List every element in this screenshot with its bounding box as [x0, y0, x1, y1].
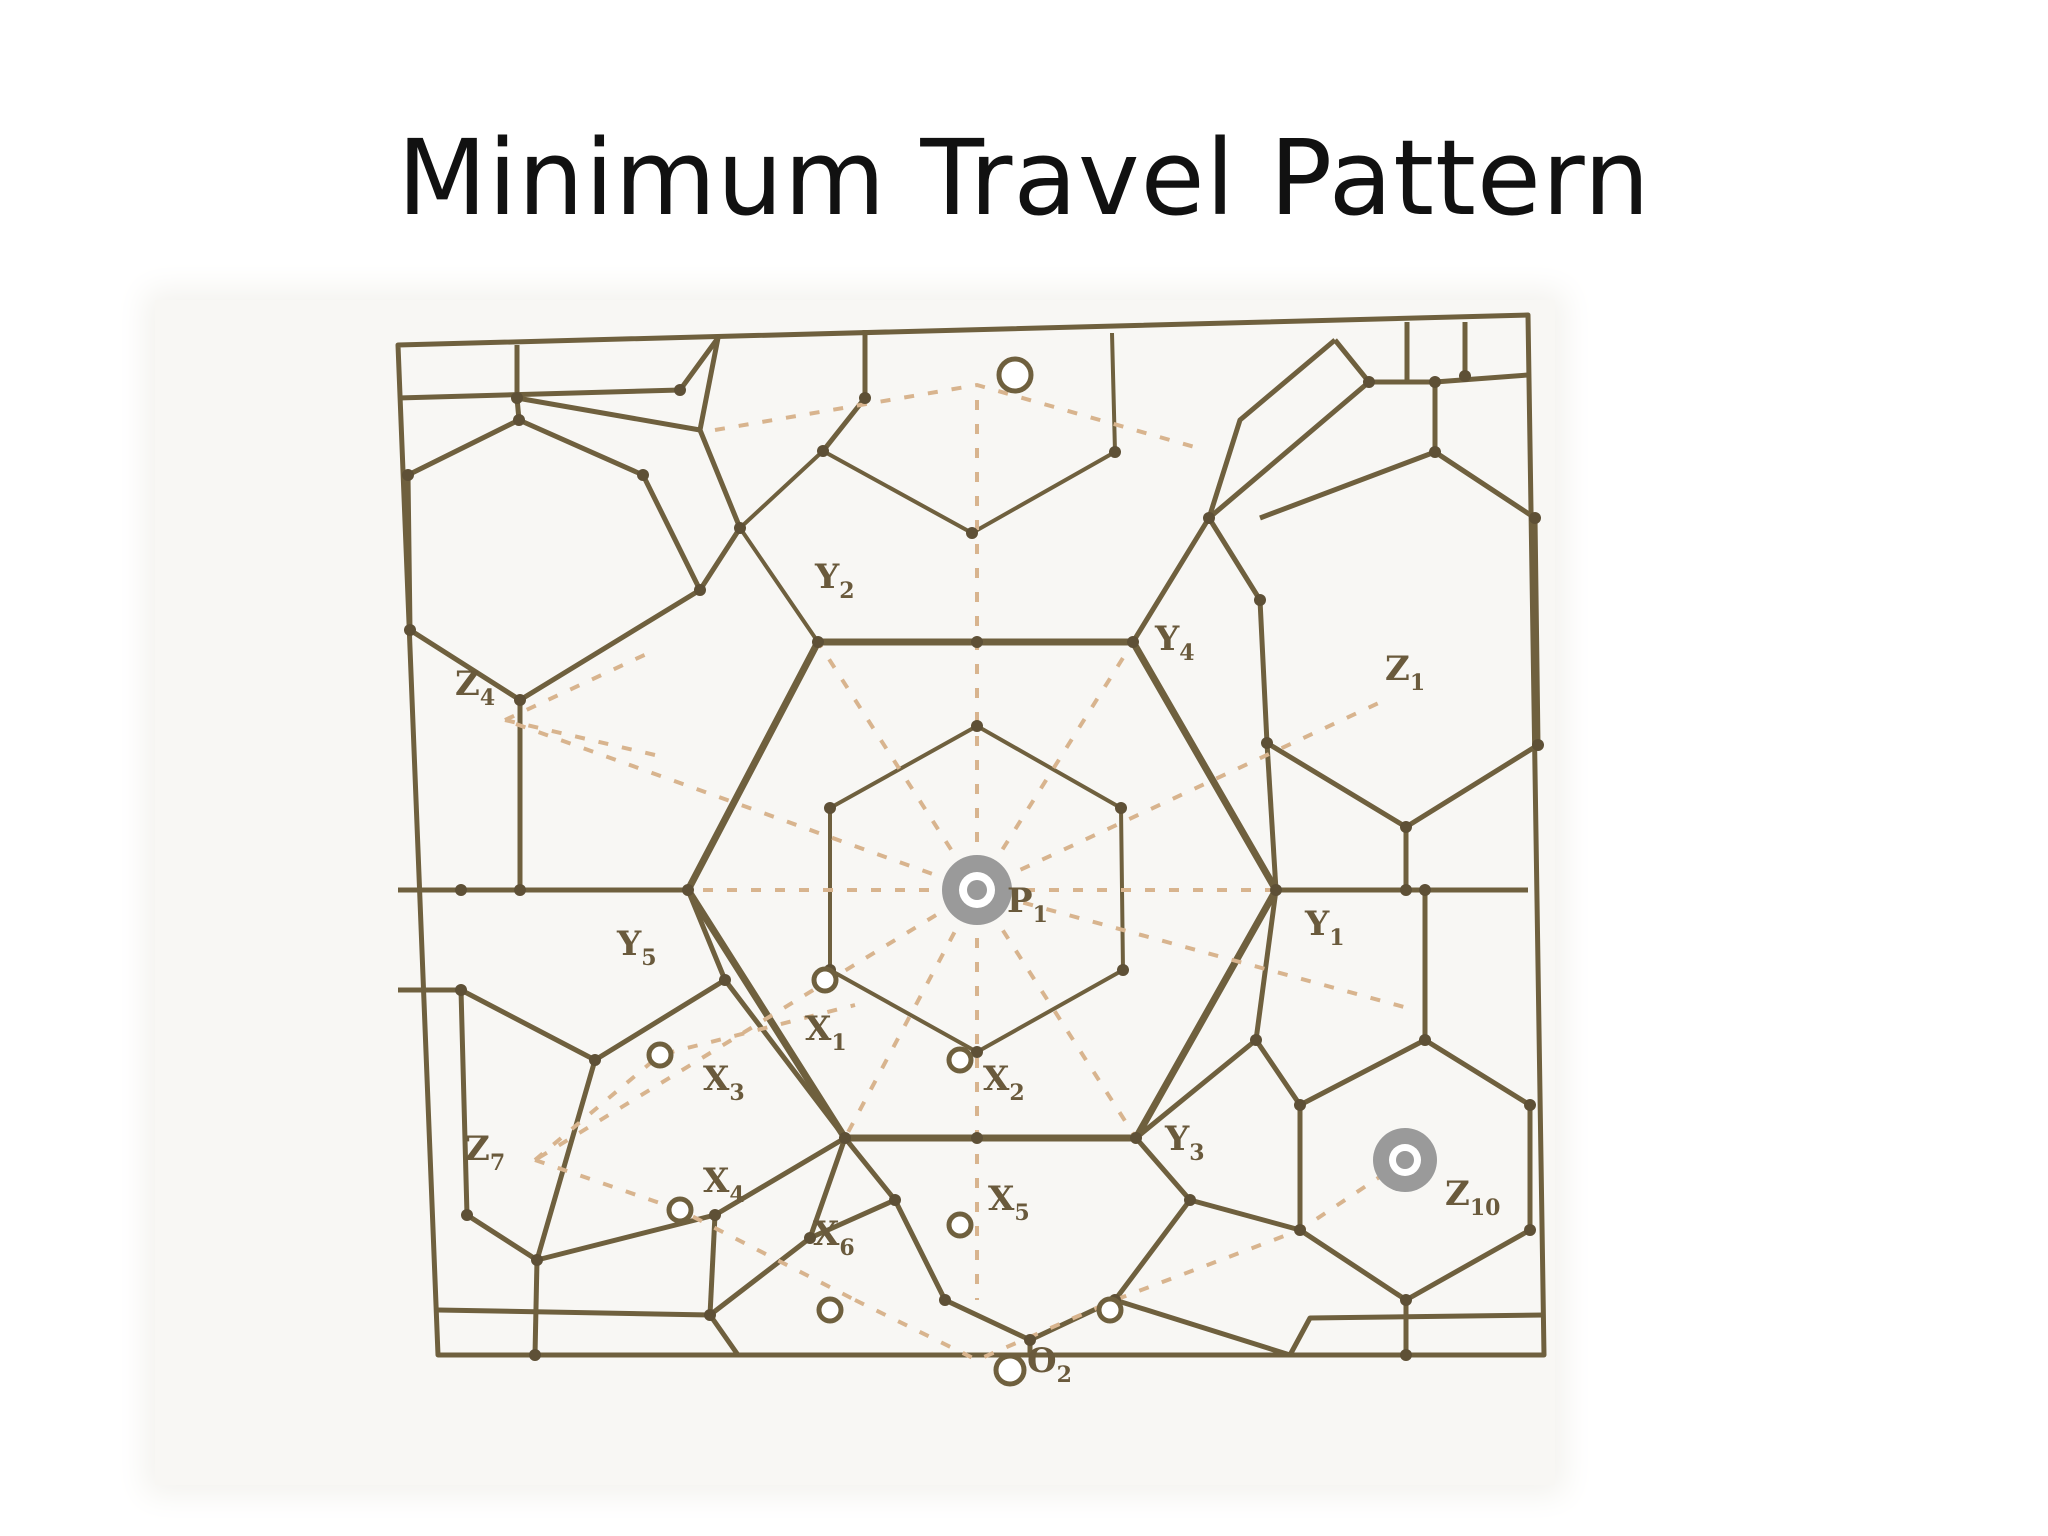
junction-dot — [1419, 884, 1431, 896]
label-x5: X5 — [988, 1179, 1030, 1226]
junction-dot — [1184, 1194, 1196, 1206]
label-x1: X1 — [805, 1009, 847, 1056]
junction-dot — [1270, 884, 1282, 896]
junction-dot — [455, 884, 467, 896]
junction-dot — [971, 1132, 983, 1144]
label-y1: Y1 — [1304, 904, 1345, 951]
junction-dot — [455, 984, 467, 996]
junction-dot — [889, 1194, 901, 1206]
junction-dot — [839, 1132, 851, 1144]
hexagonal-market-diagram: Z4 Z7 Z10 Z1 Y2 Y4 Y1 Y3 Y5 X3 X4 X1 X2 … — [395, 312, 1547, 1388]
junction-dot — [1524, 1224, 1536, 1236]
junction-dot — [1294, 1099, 1306, 1111]
junction-dot — [1127, 636, 1139, 648]
junction-dot — [1115, 802, 1127, 814]
junction-dot — [1532, 739, 1544, 751]
label-x6: X6 — [813, 1214, 855, 1261]
label-y2: Y2 — [814, 557, 855, 604]
junction-dot — [529, 1349, 541, 1361]
node-bottom-right — [1096, 1296, 1124, 1324]
junction-dot — [824, 802, 836, 814]
node-x6 — [816, 1296, 844, 1324]
junction-dot — [971, 720, 983, 732]
label-z4: Z4 — [455, 664, 495, 711]
junction-dot — [1400, 1294, 1412, 1306]
junction-dot — [804, 1232, 816, 1244]
junction-dot — [694, 584, 706, 596]
junction-dot — [682, 884, 694, 896]
junction-dot — [1529, 512, 1541, 524]
junction-dot — [461, 1209, 473, 1221]
label-x3: X3 — [703, 1059, 745, 1106]
junction-dot — [513, 414, 525, 426]
junction-dot — [1419, 1034, 1431, 1046]
label-z7: Z7 — [465, 1129, 505, 1176]
market-centers — [942, 855, 1437, 1192]
junction-dots — [402, 370, 1544, 1361]
junction-dot — [939, 1294, 951, 1306]
junction-dot — [859, 392, 871, 404]
junction-dot — [1261, 737, 1273, 749]
junction-dot — [1363, 376, 1375, 388]
junction-dot — [589, 1054, 601, 1066]
node-x3 — [646, 1041, 674, 1069]
junction-dot — [734, 522, 746, 534]
label-z1: Z1 — [1385, 649, 1425, 696]
junction-dot — [1117, 964, 1129, 976]
open-circle-nodes — [646, 356, 1124, 1387]
junction-dot — [674, 384, 686, 396]
market-boundary-lines — [395, 312, 1547, 1358]
label-x2: X2 — [983, 1059, 1025, 1106]
junction-dot — [1294, 1224, 1306, 1236]
junction-dot — [709, 1209, 721, 1221]
top-hexagon — [738, 332, 1117, 644]
junction-dot — [637, 469, 649, 481]
junction-dot — [511, 392, 523, 404]
outer-frame — [395, 312, 1547, 1358]
junction-dot — [704, 1309, 716, 1321]
junction-dot — [1254, 594, 1266, 606]
label-y4: Y4 — [1154, 619, 1195, 666]
junction-dot — [402, 469, 414, 481]
slide-title: Minimum Travel Pattern — [397, 117, 1651, 239]
label-o2: O2 — [1027, 1341, 1072, 1388]
label-y5: Y5 — [616, 924, 657, 971]
junction-dot — [812, 636, 824, 648]
junction-dot — [514, 694, 526, 706]
junction-dot — [1250, 1034, 1262, 1046]
junction-dot — [1400, 821, 1412, 833]
junction-dot — [531, 1254, 543, 1266]
junction-dot — [514, 884, 526, 896]
junction-dot — [971, 1046, 983, 1058]
bottom-band-line — [437, 1307, 741, 1357]
label-p1: P1 — [1007, 881, 1048, 928]
junction-dot — [1400, 884, 1412, 896]
junction-dot — [1524, 1099, 1536, 1111]
junction-dot — [1109, 446, 1121, 458]
junction-dot — [1024, 1334, 1036, 1346]
junction-dot — [1130, 1132, 1142, 1144]
label-x4: X4 — [703, 1161, 745, 1208]
node-o1 — [996, 356, 1034, 394]
junction-dot — [1203, 512, 1215, 524]
junction-dot — [1459, 370, 1471, 382]
node-o2 — [993, 1353, 1027, 1387]
label-z10: Z10 — [1445, 1174, 1500, 1221]
node-x5 — [946, 1211, 974, 1239]
label-y3: Y3 — [1164, 1119, 1205, 1166]
junction-dot — [817, 445, 829, 457]
node-x2 — [946, 1046, 974, 1074]
junction-dot — [719, 974, 731, 986]
junction-dot — [1429, 376, 1441, 388]
junction-dot — [1400, 1349, 1412, 1361]
node-x4 — [666, 1196, 694, 1224]
junction-dot — [971, 636, 983, 648]
junction-dot — [966, 527, 978, 539]
junction-dot — [1429, 446, 1441, 458]
node-x1 — [811, 966, 839, 994]
junction-dot — [404, 624, 416, 636]
top-band-line — [397, 336, 721, 401]
